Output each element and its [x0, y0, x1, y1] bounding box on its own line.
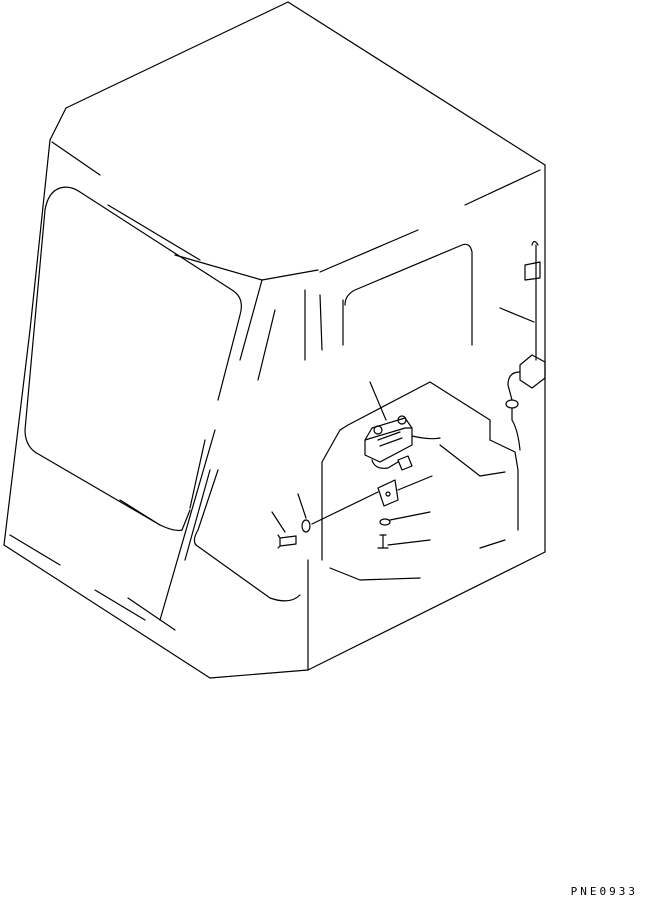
panel-right-lower [479, 539, 506, 549]
switch-box-top-edge [364, 427, 413, 441]
front-window-detail [189, 439, 206, 509]
cab-bottom-trim3 [127, 597, 176, 631]
mounting-panel [321, 381, 519, 581]
lower-side-window [193, 469, 219, 546]
switch-box [364, 417, 413, 463]
wiper-switch-assembly [271, 381, 441, 549]
wiper-motor-fitting [505, 399, 519, 409]
panel-outline-left [321, 429, 341, 561]
washer-left [301, 519, 311, 533]
bolt-left [277, 534, 297, 549]
cab-center-pillar-low2 [184, 469, 211, 561]
leader-wiper-arm [499, 307, 535, 323]
cab-left-edge [3, 139, 51, 546]
panel-outline-right [489, 439, 519, 531]
panel-outline-top [339, 381, 491, 441]
leader-bolt-right [387, 539, 431, 546]
cab-roof-trim-right2 [319, 229, 419, 273]
wiper-motor [519, 354, 546, 389]
cab-roof-trim-left [51, 141, 101, 176]
cab-body [3, 1, 546, 679]
side-window-left2 [319, 294, 323, 351]
bracket-hole [385, 491, 391, 497]
bolt-right [377, 534, 389, 549]
lower-side-window-bottom [195, 544, 301, 602]
drawing-code: PNE0933 [570, 885, 638, 898]
front-window [24, 186, 242, 532]
washer-right [379, 518, 391, 526]
panel-outline-bottom [329, 567, 421, 581]
cab-roof-outline [65, 1, 546, 166]
wiper-clip-top [524, 261, 541, 281]
leader-washer-right [389, 511, 431, 521]
switch-knob-left [373, 425, 383, 435]
wiper-motor-hose [507, 371, 521, 401]
cab-center-pillar-line2 [257, 309, 276, 381]
panel-mid-line [439, 444, 506, 477]
connector-small [397, 455, 413, 471]
cab-roof-trim-right [464, 169, 541, 206]
switch-knob-right [397, 415, 407, 425]
cab-roof-front-corner [49, 107, 67, 141]
cab-lower-side-line [119, 499, 161, 526]
side-window [344, 243, 473, 346]
cab-center-pillar-line1 [239, 279, 263, 361]
cab-bottom-trim2 [94, 589, 146, 621]
leader-washer-left [297, 493, 307, 519]
leader-switch [369, 381, 387, 421]
switch-leads [371, 459, 399, 469]
wiper-motor-cable [511, 407, 521, 451]
cab-bottom-edge [209, 669, 309, 679]
cab-center-pillar-low [159, 429, 216, 621]
leader-bolt-left [271, 511, 286, 533]
switch-detail-lines [377, 431, 403, 447]
bracket [377, 479, 399, 507]
leader-bracket [397, 475, 433, 491]
wiper-motor-assembly [499, 240, 546, 451]
bolt-axis [311, 491, 379, 525]
cab-bottom-left-edge [3, 544, 211, 679]
switch-harness [411, 435, 441, 440]
wiper-arm-side [531, 240, 539, 246]
cab-roof-trim-mid [107, 204, 201, 261]
cab-bottom-right-edge [307, 551, 546, 671]
cab-bottom-trim1 [9, 534, 61, 566]
